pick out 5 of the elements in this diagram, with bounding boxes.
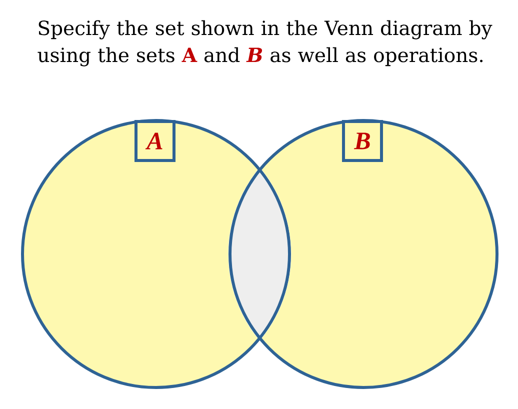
set-circle <box>228 119 498 389</box>
shaded-intersection <box>230 170 290 338</box>
set-label: B <box>342 120 383 162</box>
set-label: A <box>134 120 176 162</box>
title: Specify the set shown in the Venn diagram by using the sets A and B as well as operations. <box>38 20 492 66</box>
